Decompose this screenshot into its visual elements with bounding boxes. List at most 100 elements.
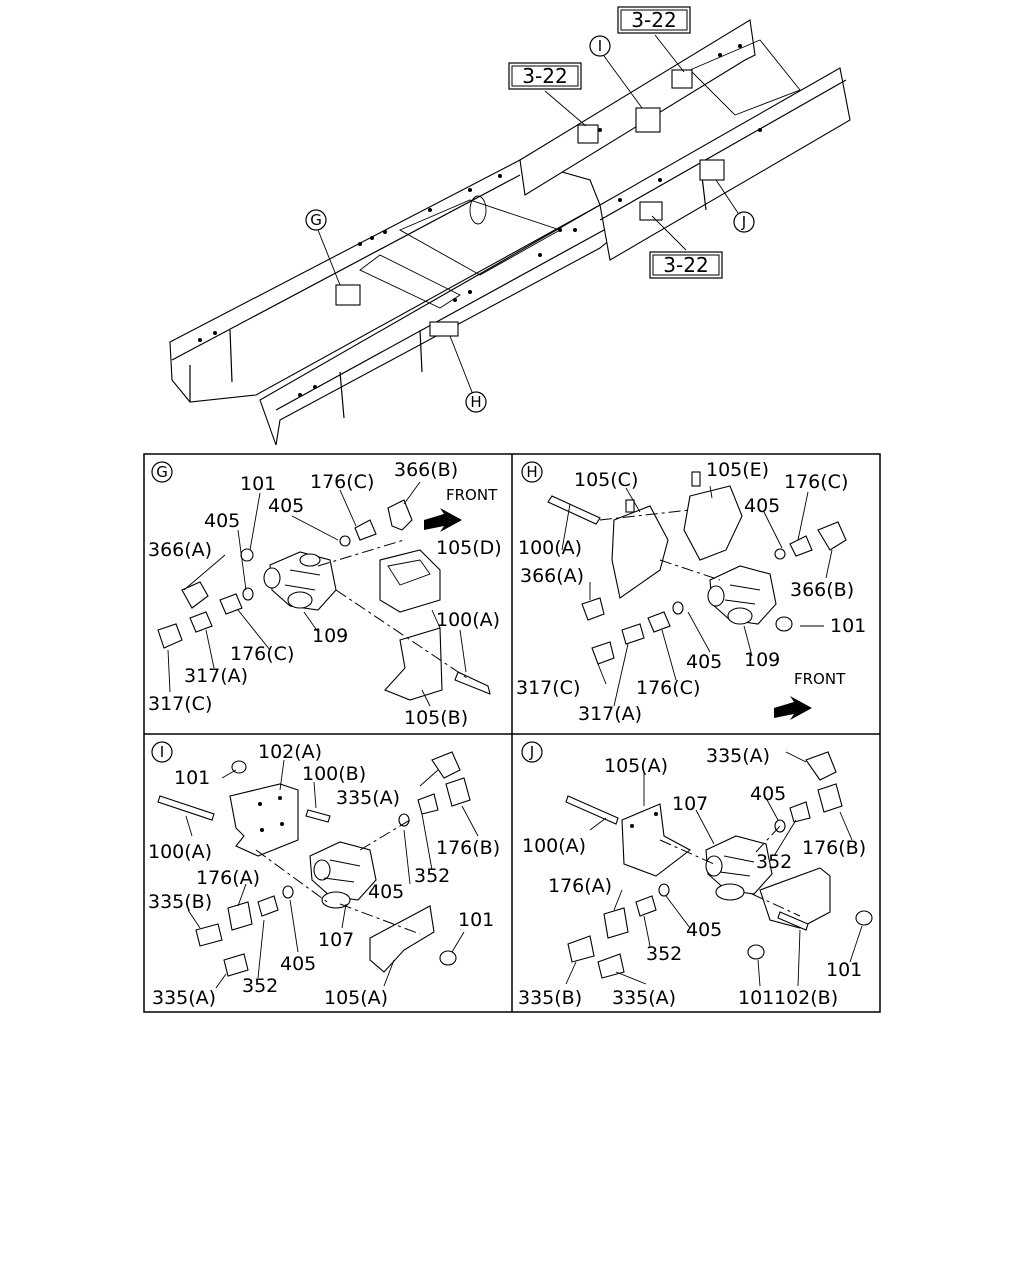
frame-holes [198,44,762,397]
elbow-335a-lower [597,953,625,979]
label: 105(C) [574,469,638,491]
valve-location-j [699,159,725,181]
bolt-100a [547,495,601,525]
reference-box-2[interactable]: 3-22 [508,62,582,90]
tee-176a [227,901,253,931]
label: 100(B) [302,763,366,785]
connector-317a [189,611,213,633]
front-arrow-icon [424,508,462,532]
label: 317(A) [578,703,642,725]
label: 101 [826,959,862,981]
label: 101 [738,987,774,1009]
panel-id-circle [151,741,173,763]
fitting-176c [789,535,813,557]
bolt-100b [305,809,331,823]
label: 107 [318,929,354,951]
label: 366(B) [790,579,854,601]
bracket-105a [369,905,435,973]
relay-valve-107 [705,835,773,901]
label: 101 [240,473,276,495]
panel-id: I [160,743,164,761]
front-label: FRONT [446,486,498,504]
label: 100(A) [522,835,586,857]
panel-g: G FRONT 101 176(C) [148,459,502,729]
label: 109 [312,625,348,647]
nut-101-lower [439,950,457,966]
washer-405 [398,813,410,827]
label: 405 [204,510,240,532]
panel-h: H FRONT 105(C) 105(E) 176(C) 405 100(A [516,459,866,725]
svg-text:I: I [598,37,602,55]
label: 109 [744,649,780,671]
bolt-100a [565,795,619,825]
label: 335(B) [518,987,582,1009]
label: 405 [268,495,304,517]
fitting-352-lower [257,895,279,917]
fitting-352-lower [635,895,657,917]
reference-label: 3-22 [663,253,708,277]
washer-405 [339,535,351,547]
washer-405-lower [242,587,254,601]
label: 100(A) [436,609,500,631]
label: 352 [414,865,450,887]
label: 107 [672,793,708,815]
washer-405 [774,548,786,560]
label: 366(B) [394,459,458,481]
fitting-335b [195,923,223,947]
bracket-102b [759,867,831,929]
fitting-352 [417,793,439,815]
label: 335(A) [706,745,770,767]
label: 405 [686,651,722,673]
bolt-100a [454,671,491,695]
panel-id: H [526,463,537,481]
relay-valve-109 [263,551,337,611]
label: 102(A) [258,741,322,763]
front-label: FRONT [794,670,846,688]
bracket-105b [384,627,443,701]
label: 102(B) [774,987,838,1009]
label: 335(A) [152,987,216,1009]
tee-176b [445,777,471,807]
label: 405 [686,919,722,941]
panel-id-circle [521,461,543,483]
label: 405 [744,495,780,517]
fitting-335b [567,935,595,963]
nut-101 [240,548,254,562]
bracket-105c [611,505,669,599]
elbow-335a [805,751,837,781]
nut-101 [775,616,793,632]
label: 366(A) [148,539,212,561]
relay-valve-107 [309,841,377,909]
bracket-105e [683,485,743,561]
fitting-176c-lower [219,593,243,615]
label: 366(A) [520,565,584,587]
label: 105(A) [604,755,668,777]
label: 176(C) [636,677,700,699]
label: 405 [368,881,404,903]
label: 176(B) [436,837,500,859]
label: 317(C) [516,677,580,699]
svg-text:H: H [470,393,481,411]
label: 352 [242,975,278,997]
callout-j: J [733,211,755,233]
relay-valve-109 [707,565,777,625]
connector-317a [621,623,645,645]
fitting-location-2 [671,69,693,89]
elbow-366a [581,597,605,621]
label: 176(B) [802,837,866,859]
reference-box-1[interactable]: 3-22 [617,6,691,34]
fitting-352 [789,801,811,823]
label: 101 [458,909,494,931]
bolt-100a [157,795,215,821]
reference-box-3[interactable]: 3-22 [649,251,723,279]
washer-405-lower [672,601,684,615]
callout-i: I [589,35,611,57]
fitting-location-3 [639,201,663,221]
label: 176(C) [230,643,294,665]
valve-location-g [335,284,361,306]
label: 105(B) [404,707,468,729]
chassis-frame-overview [169,19,851,446]
connector-317c [591,641,615,665]
label: 317(C) [148,693,212,715]
